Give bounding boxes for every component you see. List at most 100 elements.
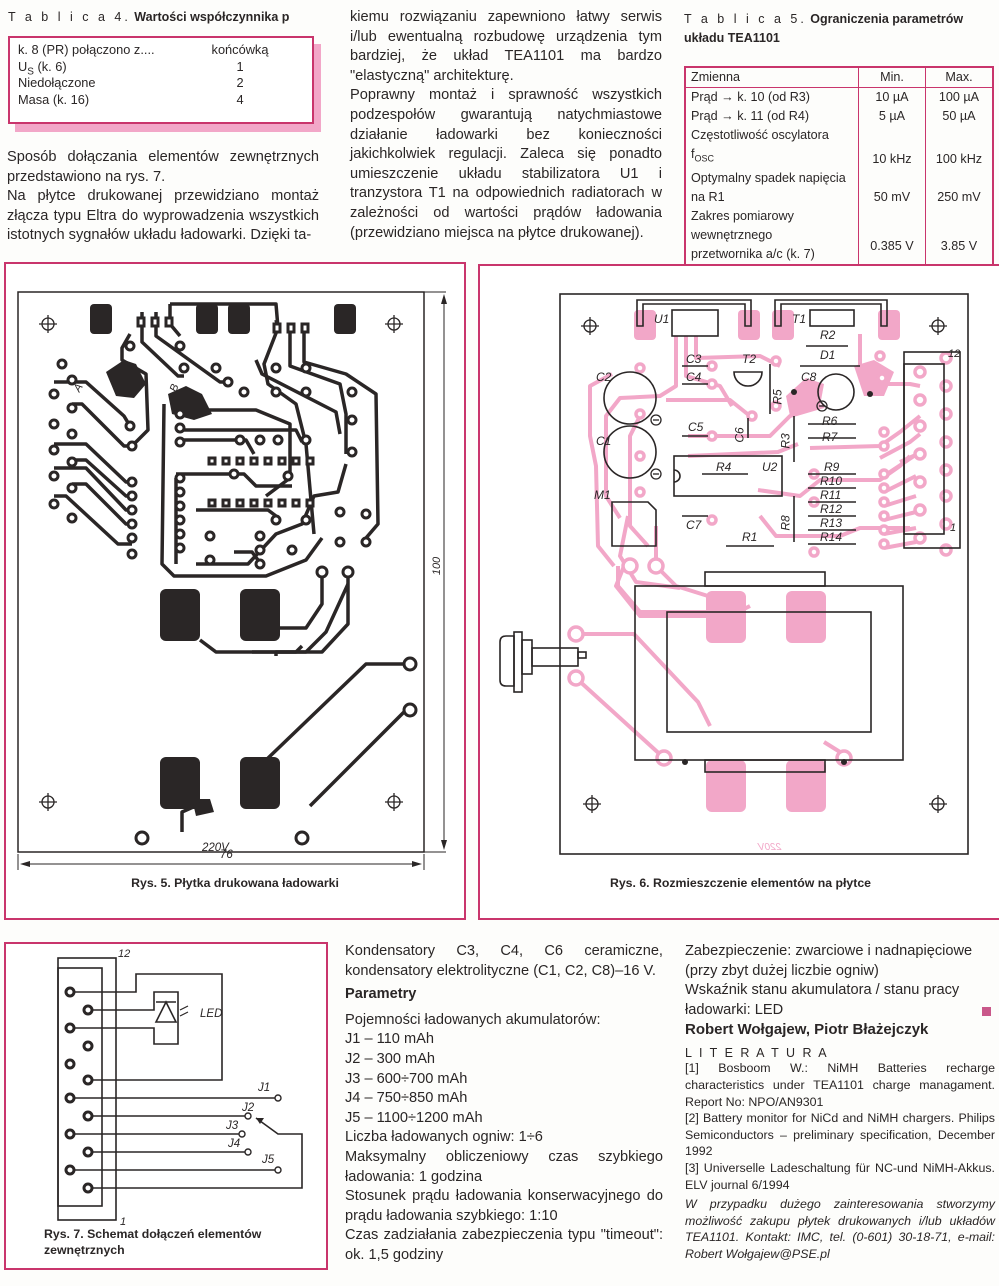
- column1-text: Sposób dołączania elementów zewnętrznych…: [7, 148, 319, 246]
- jumper-label-j5: J5: [262, 1154, 275, 1166]
- table5-cell-max: 100 kHz: [925, 126, 993, 169]
- label-u2: U2: [762, 460, 778, 474]
- table4-row: Niedołączone 2: [18, 75, 304, 92]
- label-m1: M1: [594, 488, 611, 502]
- table5-cell-max: 250 mV: [925, 168, 993, 207]
- label-r6: R6: [822, 414, 838, 428]
- literature-heading: L I T E R A T U R A: [685, 1046, 829, 1061]
- led-icon: [154, 1000, 264, 1124]
- copper-pad: [196, 304, 218, 334]
- label-r5: R5: [770, 389, 785, 405]
- table5-cell-min: 10 µA: [858, 87, 926, 107]
- transformer-inner: [666, 611, 872, 733]
- table5-caption-title: Ograniczenia parametrów układu TEA1101: [684, 12, 964, 45]
- label-r1: R1: [742, 530, 758, 544]
- copper-pad: [334, 304, 356, 334]
- label-r7: R7: [822, 430, 838, 444]
- paragraph: Poprawny montaż i sprawność wszystkich p…: [350, 87, 662, 241]
- mounting-hole-icon: [583, 795, 601, 813]
- label-sub: S: [27, 66, 34, 78]
- label-c5: C5: [688, 420, 704, 434]
- copper-area: [106, 360, 146, 398]
- heatsink-u1: [636, 299, 752, 327]
- jumper-label-j1: J1: [258, 1082, 271, 1094]
- end-of-article-mark: [982, 1007, 991, 1017]
- table5-row: Prąd → k. 10 (od R3) 10 µA 100 µA: [685, 87, 993, 107]
- table4-cell-label: Masa (k. 16): [18, 91, 90, 107]
- mounting-hole-icon: [929, 317, 947, 335]
- copper-pad: [160, 757, 200, 809]
- paragraph: kiemu rozwiązaniu zapewniono łatwy serwi…: [350, 9, 662, 84]
- jumper-label-j2: J2: [242, 1102, 255, 1114]
- component-labels: U1 T1 R2 D1 C3 C4 T2 C8 C2 R5 C6 R6 R7 C…: [480, 266, 999, 918]
- round-pads: [48, 340, 418, 846]
- label-r8: R8: [778, 515, 793, 531]
- label-r13: R13: [820, 516, 843, 530]
- connection-schematic: [57, 957, 303, 1221]
- table5-cell-min: 0.385 V: [858, 206, 926, 269]
- arrow: [20, 861, 30, 867]
- mirrored-voltage-label: 220V: [758, 842, 782, 853]
- table4-cell-value: 2: [236, 75, 244, 90]
- transformer-bottom-tab: [704, 759, 826, 773]
- label-t1: T1: [792, 312, 807, 326]
- parameter-line: J4 – 750÷850 mAh: [345, 1090, 468, 1107]
- polarity-marks: [650, 400, 828, 480]
- label-u1: U1: [654, 312, 670, 326]
- ic-pads: [136, 316, 315, 508]
- pin-top-label: 12: [118, 948, 131, 960]
- label-c3: C3: [686, 352, 702, 366]
- c1-body: [603, 425, 657, 479]
- board-outline: [559, 293, 969, 855]
- table5-cell-max: 3.85 V: [925, 206, 993, 269]
- table5-header-cell: Max.: [925, 67, 993, 88]
- table5-header-cell: Zmienna: [685, 67, 859, 88]
- protection-text: Zabezpieczenie: zwarciowe i nadnapięciow…: [685, 943, 973, 979]
- label-r12: R12: [820, 502, 843, 516]
- table5-header-cell: Min.: [858, 67, 926, 88]
- mounting-holes: [39, 315, 403, 811]
- parameter-line: J2 – 300 mAh: [345, 1050, 436, 1067]
- u2-body: [673, 455, 783, 497]
- paragraph: Na płytce drukowanej przewidziano montaż…: [7, 188, 319, 244]
- table4-row: Masa (k. 16) 4: [18, 92, 304, 109]
- label-c4: C4: [686, 370, 702, 384]
- reference-item: [3] Universelle Ladeschaltung für NC-und…: [685, 1160, 995, 1192]
- variable-line: wewnętrznego: [691, 227, 773, 242]
- label-r10: R10: [820, 474, 843, 488]
- table4: k. 8 (PR) połączono z.... końcówką US (k…: [8, 36, 314, 124]
- reference-item: [2] Battery monitor for NiCd and NiMH ch…: [685, 1111, 995, 1159]
- pcb-dim-width: 76: [220, 849, 233, 861]
- label-c8: C8: [801, 370, 817, 384]
- label-pin12: 12: [948, 348, 961, 360]
- u2-notch: [673, 469, 681, 483]
- table4-cell-label: Niedołączone: [18, 75, 96, 90]
- figure5-frame: A B 220V 100 76 Rys. 5. Płytka drukowana…: [4, 262, 466, 920]
- copper-pad: [240, 757, 280, 809]
- jumper-terminals: [238, 1094, 282, 1174]
- connector-pins: [64, 986, 94, 1194]
- paragraph: Sposób dołączania elementów zewnętrznych…: [7, 149, 319, 185]
- connector-inner: [903, 363, 945, 535]
- label-r9: R9: [824, 460, 840, 474]
- authors: Robert Wołgajew, Piotr Błażejczyk: [685, 1021, 929, 1039]
- table5-cell-min: 5 µA: [858, 107, 926, 126]
- table5-cell-max: 50 µA: [925, 107, 993, 126]
- component-layout-drawing: [499, 293, 969, 855]
- pink-round-pads: [567, 350, 953, 767]
- arrow: [441, 294, 447, 304]
- mounting-hole-icon: [39, 315, 57, 333]
- indicator-label: Wskaźnik stanu akumulatora / stanu pracy…: [685, 982, 960, 1018]
- contact-note: W przypadku dużego zainteresowania stwor…: [685, 1197, 995, 1261]
- label-r11: R11: [820, 488, 842, 502]
- component-outlines: [499, 293, 969, 855]
- jumper-label-j4: J4: [228, 1138, 241, 1150]
- m1-body: [611, 501, 657, 547]
- label-r14: R14: [820, 530, 843, 544]
- arrow: [441, 840, 447, 850]
- capacitor-note: Kondensatory C3, C4, C6 ceramiczne, kond…: [345, 943, 663, 979]
- u1-body: [671, 309, 719, 337]
- parameter-line: J3 – 600÷700 mAh: [345, 1070, 468, 1087]
